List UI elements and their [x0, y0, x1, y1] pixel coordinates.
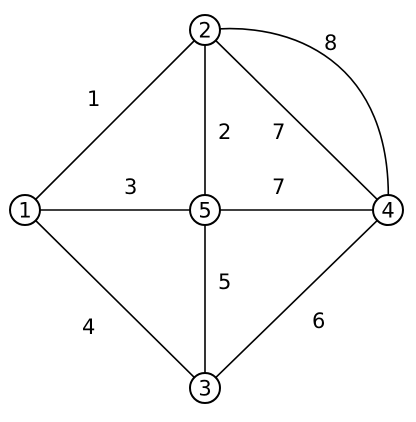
edge-weight-1-3: 4 — [82, 315, 95, 339]
edge-2-4 — [204, 29, 389, 211]
edge-weight-2-5: 2 — [218, 120, 231, 144]
edge-weight-3-4: 6 — [312, 309, 325, 333]
node-5-label: 5 — [198, 199, 211, 223]
edge-weight-1-2: 1 — [87, 87, 100, 111]
edge-weight-2-4: 7 — [272, 120, 285, 144]
edge-weight-1-5: 3 — [124, 175, 137, 199]
node-3-label: 3 — [198, 377, 211, 401]
node-2: 2 — [189, 14, 221, 46]
node-4-label: 4 — [381, 199, 394, 223]
node-1: 1 — [9, 194, 41, 226]
edge-1-3 — [24, 209, 206, 389]
node-5: 5 — [189, 194, 221, 226]
node-3: 3 — [189, 372, 221, 404]
node-1-label: 1 — [18, 199, 31, 223]
node-4: 4 — [372, 194, 404, 226]
edge-3-4 — [204, 209, 389, 389]
edge-weight-2-4-arc: 8 — [324, 31, 337, 55]
edge-1-2 — [24, 29, 206, 211]
edge-2-4-arc — [204, 27, 389, 211]
edge-weight-5-4: 7 — [272, 175, 285, 199]
edge-weight-5-3: 5 — [218, 270, 231, 294]
node-2-label: 2 — [198, 19, 211, 43]
